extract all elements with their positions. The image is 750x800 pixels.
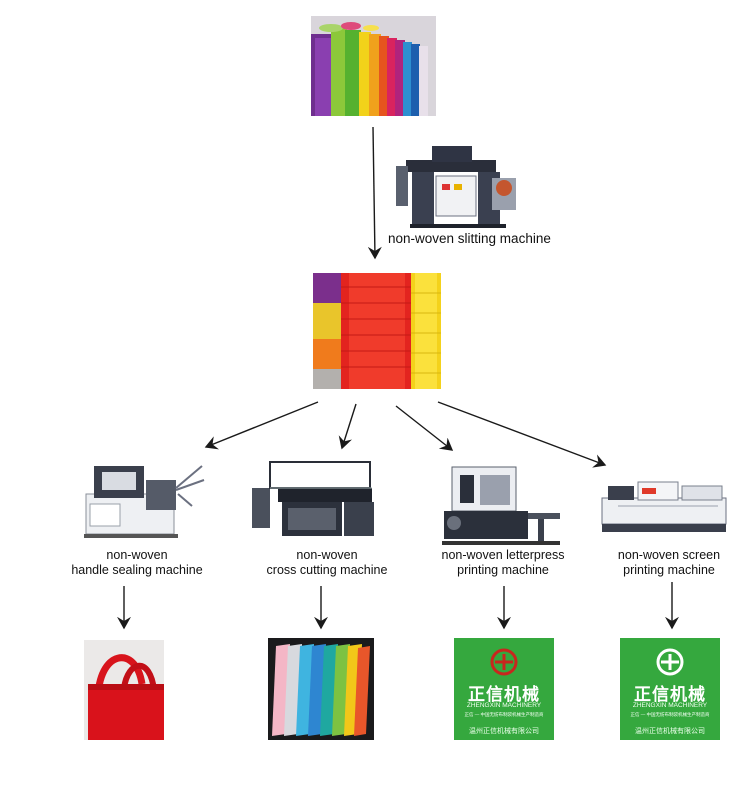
label-line-2: handle sealing machine — [71, 563, 203, 577]
company-tagline: 正信 — 中国无纺布制袋机械生产制造商 — [464, 712, 544, 717]
cut-sheets-image — [268, 638, 374, 740]
label-line-2: printing machine — [457, 563, 549, 577]
letterpress-printing-machine-label: non-woven letterpress printing machine — [428, 548, 578, 578]
label-line-1: non-woven — [106, 548, 168, 562]
slit-rolls-image — [313, 273, 441, 389]
screen-printing-machine-image — [598, 478, 730, 536]
slitting-machine-image — [392, 136, 524, 232]
arrow-rolls-to-slit — [367, 126, 382, 260]
screen-print-sample: 正信机械 ZHENGXIN MACHINERY 正信 — 中国无纺布制袋机械生产… — [620, 638, 720, 740]
arrow-to-handle-sealing — [204, 401, 319, 450]
letterpress-printing-machine-image — [434, 463, 562, 547]
label-line-2: printing machine — [623, 563, 715, 577]
company-name-en: ZHENGXIN MACHINERY — [466, 702, 542, 709]
arrow-to-cross-cutting — [338, 403, 357, 450]
company-name-cn: 正信机械 — [634, 685, 706, 705]
slitting-machine-label: non-woven slitting machine — [388, 231, 551, 246]
arrow-to-screen-printing — [437, 401, 607, 468]
red-handle-bag-image — [84, 640, 164, 740]
handle-sealing-machine-image — [80, 460, 206, 544]
label-line-2: cross cutting machine — [266, 563, 388, 577]
label-line-1: non-woven letterpress — [441, 548, 565, 562]
company-name-cn: 正信机械 — [468, 685, 540, 705]
cross-cutting-machine-label: non-woven cross cutting machine — [252, 548, 402, 578]
cross-cutting-machine-image — [248, 458, 386, 542]
letterpress-print-sample: 正信机械 ZHENGXIN MACHINERY 正信 — 中国无纺布制袋机械生产… — [454, 638, 554, 740]
company-logo-icon — [656, 648, 684, 676]
company-name-en: ZHENGXIN MACHINERY — [632, 702, 708, 709]
company-tagline: 正信 — 中国无纺布制袋机械生产制造商 — [630, 712, 710, 717]
label-line-1: non-woven screen — [617, 548, 721, 562]
arrow-to-letterpress — [395, 405, 454, 451]
company-address: 温州正信机械有限公司 — [635, 728, 705, 735]
screen-printing-machine-label: non-woven screen printing machine — [594, 548, 744, 578]
handle-sealing-machine-label: non-woven handle sealing machine — [62, 548, 212, 578]
company-logo-icon — [490, 648, 518, 676]
label-line-1: non-woven — [296, 548, 358, 562]
company-address: 温州正信机械有限公司 — [469, 728, 539, 735]
fabric-rolls-image — [311, 16, 436, 116]
